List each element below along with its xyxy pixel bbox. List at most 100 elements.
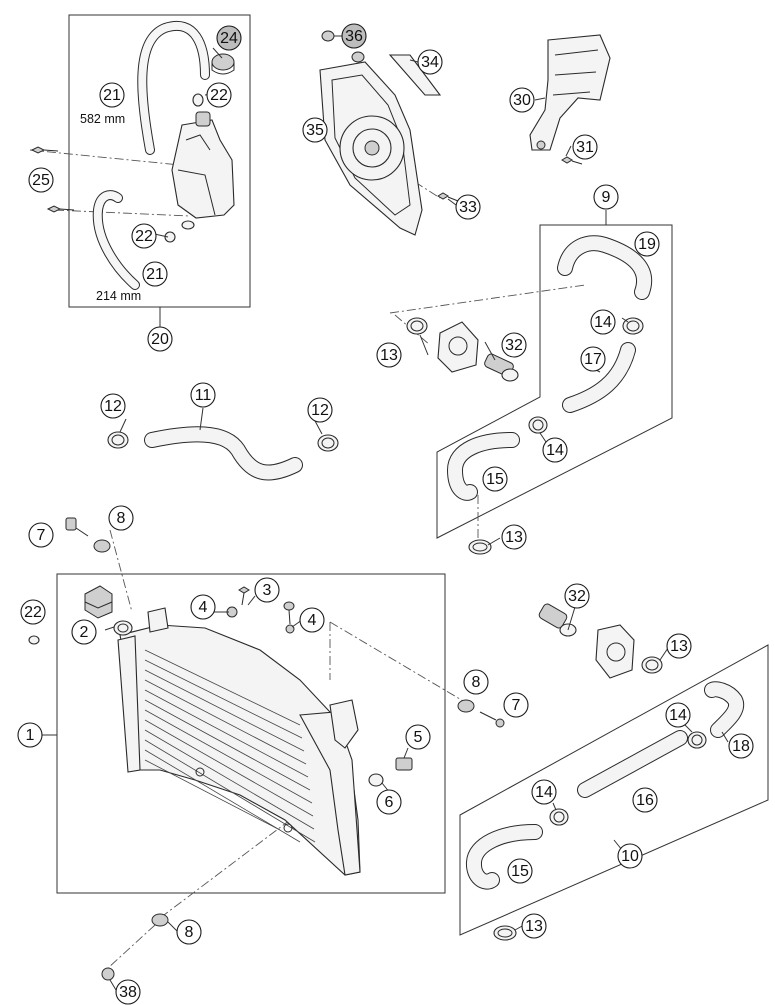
hose-length-214: 214 mm bbox=[96, 289, 141, 303]
callout-15b-label: 15 bbox=[511, 863, 529, 880]
callout-19: 19 bbox=[634, 231, 660, 257]
callout-4a-circle bbox=[190, 594, 216, 620]
radiator-cap bbox=[84, 585, 113, 619]
callout-17: 17 bbox=[580, 346, 606, 372]
hose-clamp-small-top bbox=[192, 93, 204, 107]
callout-21b-circle bbox=[142, 261, 168, 287]
expansion-tank-frame bbox=[68, 14, 251, 328]
callout-14b-circle bbox=[542, 437, 568, 463]
callout-1-label: 1 bbox=[26, 727, 35, 744]
callout-38: 38 bbox=[115, 979, 141, 1005]
callout-8b-circle bbox=[463, 669, 489, 695]
callout-1: 1 bbox=[17, 722, 43, 748]
radiator-bracket bbox=[529, 34, 611, 151]
clamp-13-bottom-lower bbox=[493, 925, 517, 941]
callout-33-circle bbox=[455, 194, 481, 220]
callout-7b: 7 bbox=[503, 692, 529, 718]
callout-35-label: 35 bbox=[306, 122, 324, 139]
callout-8a-circle bbox=[108, 505, 134, 531]
callout-15a-label: 15 bbox=[486, 471, 504, 488]
callout-14a-circle bbox=[590, 309, 616, 335]
callout-13d-circle bbox=[521, 913, 547, 939]
hose-kit-frame-upper bbox=[436, 210, 673, 539]
clamp-14-lower-right bbox=[687, 731, 707, 749]
overflow-hose-long bbox=[137, 21, 210, 155]
callout-14b-label: 14 bbox=[546, 442, 564, 459]
callout-18-label: 18 bbox=[732, 738, 750, 755]
callout-21b: 21 bbox=[142, 261, 168, 287]
callout-24-label: 24 bbox=[220, 30, 238, 47]
callout-38-label: 38 bbox=[119, 984, 137, 1001]
grommet-8-bottom bbox=[151, 913, 169, 927]
thermostat-housing-lower bbox=[595, 624, 635, 679]
callout-22a-label: 22 bbox=[210, 87, 228, 104]
callout-15b: 15 bbox=[507, 858, 533, 884]
callout-14c-label: 14 bbox=[669, 707, 687, 724]
callout-15a: 15 bbox=[482, 466, 508, 492]
callout-12b: 12 bbox=[307, 397, 333, 423]
clamp-12-left bbox=[107, 431, 129, 449]
callout-32b-circle bbox=[564, 583, 590, 609]
callout-20: 20 bbox=[147, 326, 173, 352]
callout-36: 36 bbox=[341, 23, 367, 49]
callout-20-circle bbox=[147, 326, 173, 352]
clamp-12-right bbox=[317, 434, 339, 452]
callout-8a-label: 8 bbox=[117, 510, 126, 527]
callout-10-label: 10 bbox=[621, 848, 639, 865]
callout-8a: 8 bbox=[108, 505, 134, 531]
hose-17 bbox=[562, 342, 636, 413]
callout-24: 24 bbox=[216, 25, 242, 51]
callout-8b: 8 bbox=[463, 669, 489, 695]
callout-22c: 22 bbox=[20, 599, 46, 625]
callout-32a: 32 bbox=[501, 332, 527, 358]
callout-32a-circle bbox=[501, 332, 527, 358]
hose-16 bbox=[577, 730, 688, 798]
callout-4b: 4 bbox=[299, 607, 325, 633]
callout-11-circle bbox=[190, 382, 216, 408]
callout-8c-circle bbox=[176, 919, 202, 945]
clamp-22-left bbox=[28, 635, 40, 645]
callout-14c: 14 bbox=[665, 702, 691, 728]
callout-17-label: 17 bbox=[584, 351, 602, 368]
callout-10: 10 bbox=[617, 843, 643, 869]
callout-12a-label: 12 bbox=[104, 398, 122, 415]
callout-31-circle bbox=[572, 134, 598, 160]
callout-14a: 14 bbox=[590, 309, 616, 335]
callout-5-label: 5 bbox=[414, 729, 423, 746]
callout-22a: 22 bbox=[206, 82, 232, 108]
callout-31-label: 31 bbox=[576, 139, 594, 156]
callout-14b: 14 bbox=[542, 437, 568, 463]
clamp-13-lower bbox=[641, 656, 663, 674]
callout-13a-label: 13 bbox=[380, 347, 398, 364]
callout-7b-circle bbox=[503, 692, 529, 718]
callout-14d: 14 bbox=[531, 779, 557, 805]
callout-14d-circle bbox=[531, 779, 557, 805]
expansion-tank bbox=[171, 111, 235, 219]
callout-4b-circle bbox=[299, 607, 325, 633]
callout-9-label: 9 bbox=[602, 189, 611, 206]
callout-5: 5 bbox=[405, 724, 431, 750]
callout-13c-circle bbox=[666, 633, 692, 659]
assembly-lines bbox=[29, 149, 586, 969]
callout-4a: 4 bbox=[190, 594, 216, 620]
callout-18-circle bbox=[728, 733, 754, 759]
callout-7a-label: 7 bbox=[37, 527, 46, 544]
callout-22a-circle bbox=[206, 82, 232, 108]
callout-13c-label: 13 bbox=[670, 638, 688, 655]
callout-7a: 7 bbox=[28, 522, 54, 548]
tank-screws bbox=[30, 146, 75, 213]
callout-21a: 21 bbox=[99, 82, 125, 108]
clamp-13-bottom-upper bbox=[468, 539, 492, 555]
callout-13b: 13 bbox=[501, 524, 527, 550]
callout-2-circle bbox=[71, 619, 97, 645]
callout-20-label: 20 bbox=[151, 331, 169, 348]
clamp-14-lower-left bbox=[549, 808, 569, 826]
callout-16: 16 bbox=[632, 787, 658, 813]
callout-32b-label: 32 bbox=[568, 588, 586, 605]
hose-19 bbox=[557, 235, 653, 300]
callout-19-circle bbox=[634, 231, 660, 257]
callout-8c-label: 8 bbox=[185, 924, 194, 941]
callout-2: 2 bbox=[71, 619, 97, 645]
callout-7b-label: 7 bbox=[512, 697, 521, 714]
